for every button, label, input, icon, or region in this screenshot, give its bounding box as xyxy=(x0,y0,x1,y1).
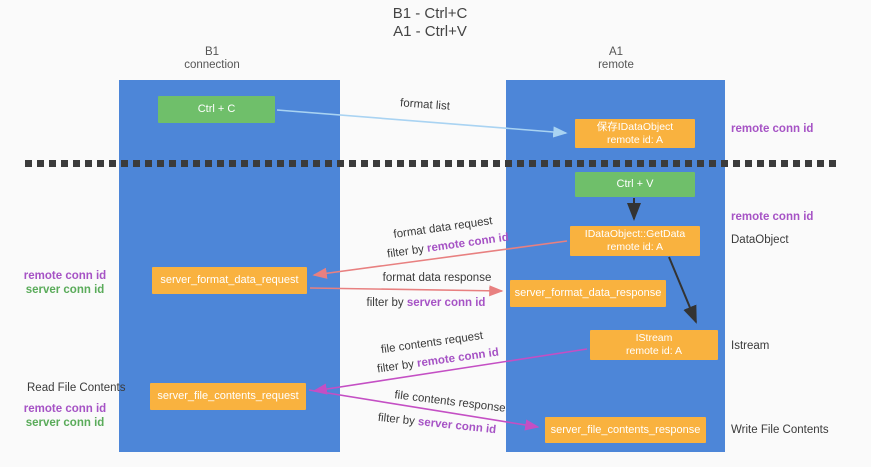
save-idataobject-box: 保存IDataObject remote id: A xyxy=(575,119,695,148)
server-file-contents-response-box: server_file_contents_response xyxy=(545,417,706,443)
istream-line1: IStream xyxy=(635,332,673,344)
remote-conn-id-key: remote conn id xyxy=(416,346,500,370)
format-data-response-label: format data response xyxy=(382,272,492,284)
left-conn-id-group-2: remote conn id server conn id xyxy=(15,402,115,430)
istream-line2: remote id: A xyxy=(625,345,683,357)
dataobject-label: DataObject xyxy=(731,234,789,246)
getdata-line2: remote id: A xyxy=(606,241,664,253)
lifeline-a1-role: remote xyxy=(598,59,634,71)
remote-conn-id-left-1: remote conn id xyxy=(23,270,107,282)
remote-conn-id-left-2: remote conn id xyxy=(23,403,107,415)
server-conn-id-left-2: server conn id xyxy=(25,417,105,429)
idataobject-getdata-box: IDataObject::GetData remote id: A xyxy=(570,226,700,256)
filter-by-text: filter by xyxy=(386,242,428,261)
getdata-line1: IDataObject::GetData xyxy=(584,228,686,240)
server-file-contents-request-box: server_file_contents_request xyxy=(150,383,306,410)
ctrl-c-label: Ctrl + C xyxy=(197,103,236,115)
lifeline-b1-role: connection xyxy=(184,59,240,71)
server-file-contents-response-label: server_file_contents_response xyxy=(550,423,701,436)
title-line-2: A1 - Ctrl+V xyxy=(393,23,467,40)
read-file-contents-label: Read File Contents xyxy=(27,382,126,394)
server-format-data-request-box: server_format_data_request xyxy=(152,267,307,294)
server-format-data-response-box: server_format_data_response xyxy=(510,280,666,307)
format-list-label: format list xyxy=(399,97,451,113)
remote-conn-id-key: remote conn id xyxy=(426,231,510,255)
left-conn-id-group-1: remote conn id server conn id xyxy=(15,269,115,297)
title-line-1: B1 - Ctrl+C xyxy=(392,5,468,22)
remote-conn-id-label-top: remote conn id xyxy=(731,123,814,135)
format-data-response-filter-label: filter by server conn id xyxy=(367,297,486,309)
ctrl-c-box: Ctrl + C xyxy=(158,96,275,123)
filter-by-text: filter by xyxy=(376,357,418,376)
lifeline-b1-name: B1 xyxy=(204,46,220,58)
save-idataobject-line1: 保存IDataObject xyxy=(596,120,674,133)
server-conn-id-key: server conn id xyxy=(406,297,486,309)
lifeline-header-a1: A1 remote xyxy=(556,46,676,72)
filter-by-text: filter by xyxy=(366,297,407,309)
istream-side-label: Istream xyxy=(731,340,770,352)
server-conn-id-key: server conn id xyxy=(417,416,497,437)
ctrl-v-label: Ctrl + V xyxy=(616,178,654,190)
server-format-data-request-label: server_format_data_request xyxy=(160,274,299,286)
file-contents-response-filter-label: filter by server conn id xyxy=(377,412,496,436)
lifeline-header-b1: B1 connection xyxy=(152,46,272,72)
ctrl-v-box: Ctrl + V xyxy=(575,172,695,197)
server-format-data-response-label: server_format_data_response xyxy=(514,287,662,299)
istream-box: IStream remote id: A xyxy=(590,330,718,360)
save-idataobject-line2: remote id: A xyxy=(606,133,664,146)
lifeline-a1-name: A1 xyxy=(608,46,624,58)
write-file-contents-label: Write File Contents xyxy=(731,424,829,436)
diagram-title: B1 - Ctrl+C A1 - Ctrl+V xyxy=(300,5,560,41)
session-divider-dashed-line xyxy=(25,160,838,167)
remote-conn-id-label-mid: remote conn id xyxy=(731,211,814,223)
file-contents-response-label: file contents response xyxy=(393,389,507,415)
filter-by-text: filter by xyxy=(377,411,419,428)
server-conn-id-left-1: server conn id xyxy=(25,284,105,296)
server-file-contents-request-label: server_file_contents_request xyxy=(157,390,299,402)
